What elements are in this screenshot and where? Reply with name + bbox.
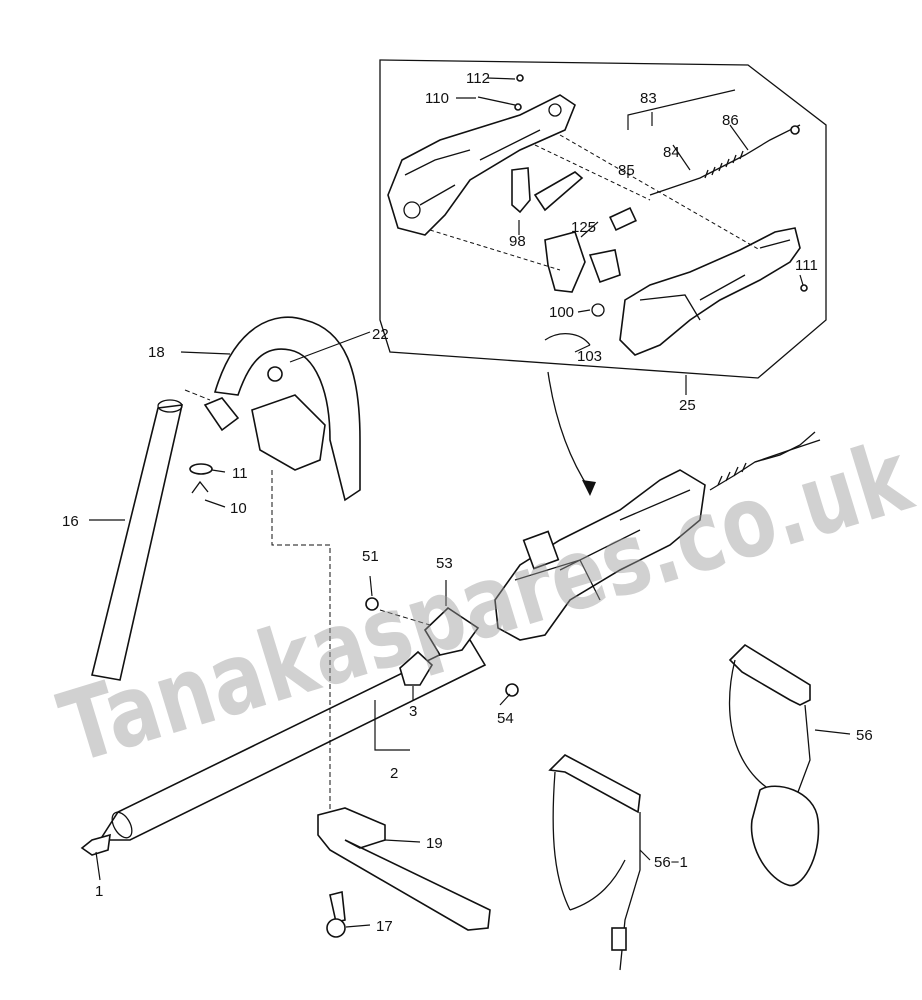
inset-frame xyxy=(379,59,827,379)
throttle-handle-assembled xyxy=(494,431,821,641)
callout-56-1: 56−1 xyxy=(654,854,688,871)
dashed-guides xyxy=(184,389,431,810)
barrier-bracket xyxy=(317,807,491,938)
callout-1: 1 xyxy=(95,883,103,900)
throttle-housing-right xyxy=(544,206,808,356)
watermark: Tanakaspares.co.uk xyxy=(48,419,922,786)
callout-11: 11 xyxy=(232,465,248,482)
loop-handle xyxy=(189,316,361,502)
callout-86: 86 xyxy=(722,112,739,129)
throttle-cable-inset xyxy=(649,124,801,196)
callout-125: 125 xyxy=(571,219,596,236)
callout-10: 10 xyxy=(230,500,247,517)
callout-98: 98 xyxy=(509,233,526,250)
callout-53: 53 xyxy=(436,555,453,572)
shaft-clamp xyxy=(365,597,519,697)
callout-51: 51 xyxy=(362,548,379,565)
callout-84: 84 xyxy=(663,144,680,161)
callout-54: 54 xyxy=(497,710,514,727)
callout-103: 103 xyxy=(577,348,602,365)
assembly-arrow xyxy=(547,371,596,496)
callout-2: 2 xyxy=(390,765,398,782)
harness-double xyxy=(728,643,820,887)
throttle-trigger xyxy=(511,167,584,214)
callout-83: 83 xyxy=(640,90,657,107)
callout-16: 16 xyxy=(62,513,79,530)
callout-25: 25 xyxy=(679,397,696,414)
throttle-housing-left xyxy=(387,94,576,236)
callout-3: 3 xyxy=(409,703,417,720)
foam-grip xyxy=(91,399,184,681)
leader-lines xyxy=(89,77,851,928)
callout-111: 111 xyxy=(795,257,818,274)
callout-19: 19 xyxy=(426,835,443,852)
drive-shaft-tube xyxy=(80,638,487,856)
callout-22: 22 xyxy=(372,326,389,343)
inset-assembly-lines xyxy=(429,134,761,271)
callout-110: 110 xyxy=(425,90,449,107)
inset-screws xyxy=(477,74,524,111)
callout-56: 56 xyxy=(856,727,873,744)
callout-18: 18 xyxy=(148,344,165,361)
callout-112: 112 xyxy=(466,70,490,87)
harness-single xyxy=(548,754,641,971)
callout-100: 100 xyxy=(549,304,574,321)
callout-85: 85 xyxy=(618,162,635,179)
callout-17: 17 xyxy=(376,918,393,935)
